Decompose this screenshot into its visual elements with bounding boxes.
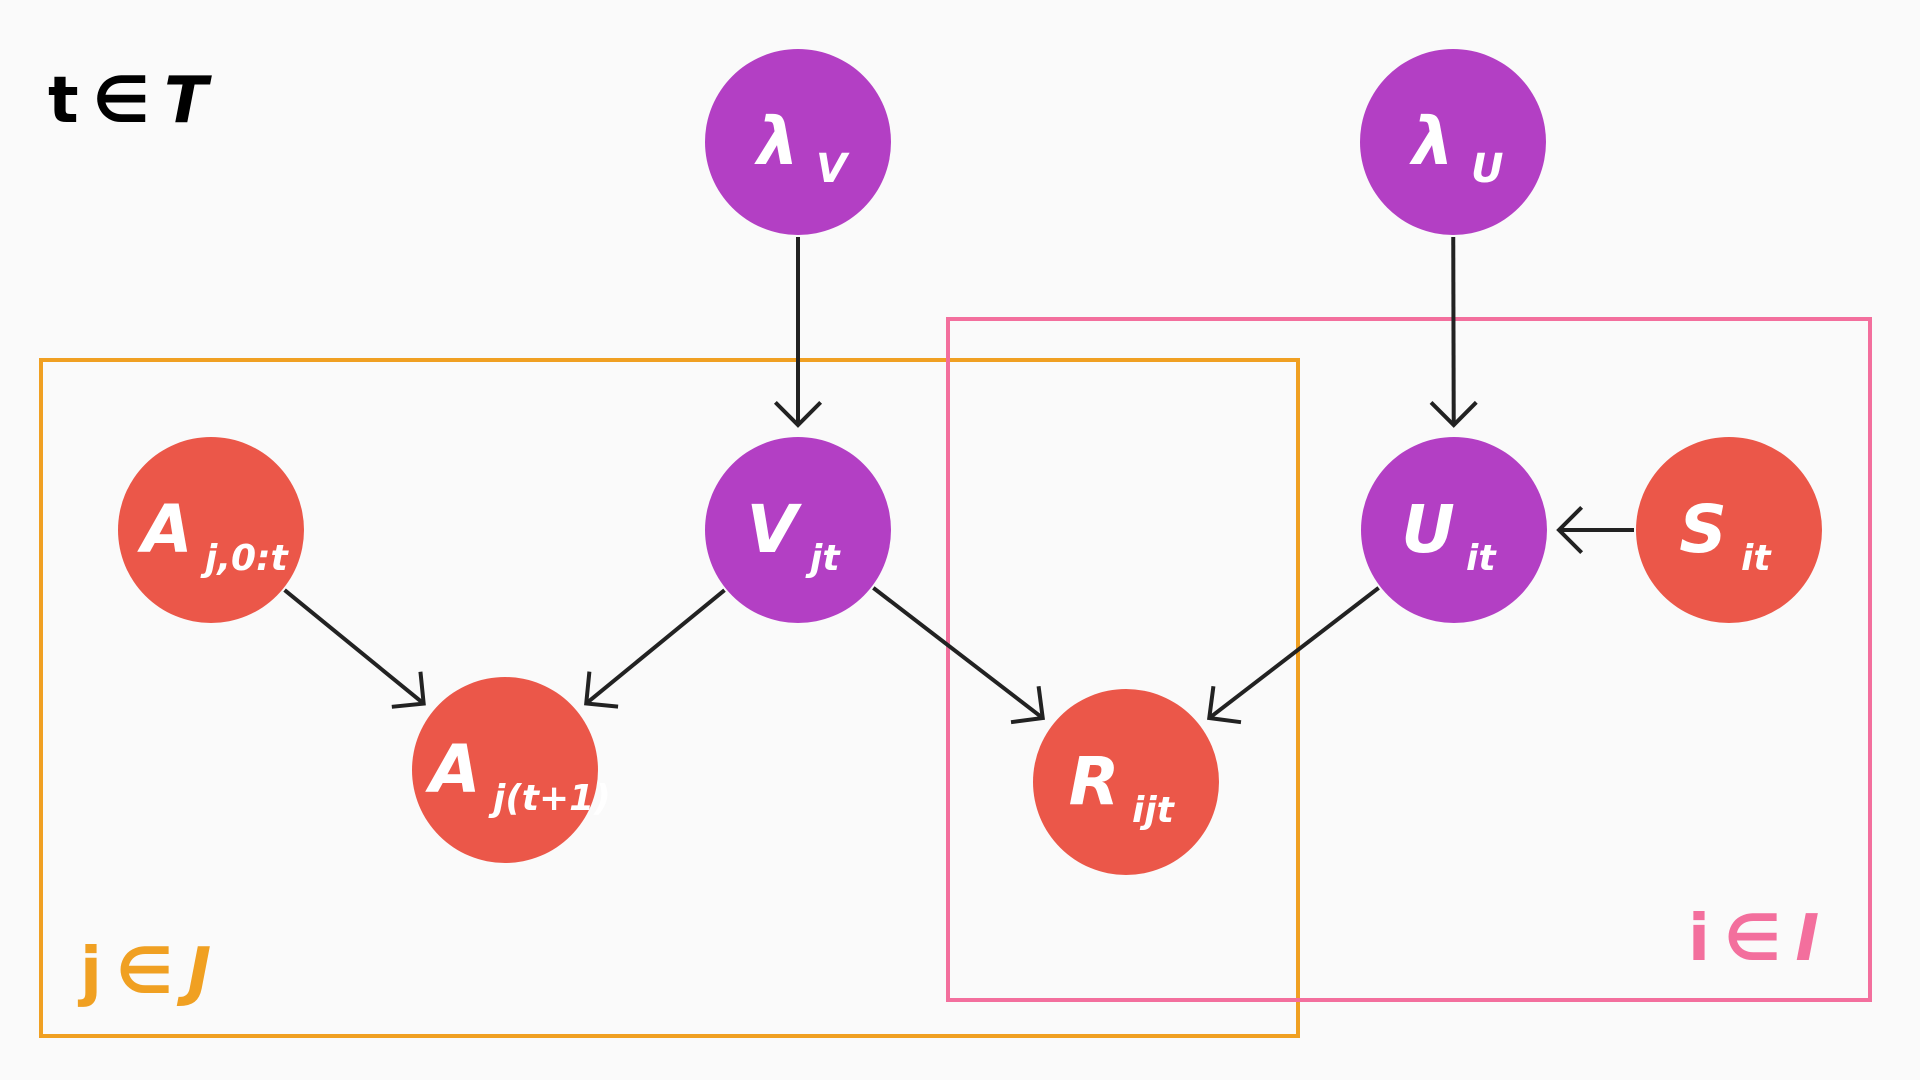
node-circle	[118, 437, 304, 623]
edge-a-hist-to-a-next	[283, 588, 426, 709]
edge-s-to-u	[1556, 505, 1634, 555]
plate-time-label: t∈T	[48, 64, 212, 138]
arrowhead-icon	[1207, 686, 1242, 725]
plate-j-label: j∈J	[77, 935, 211, 1009]
plate-j-box	[39, 358, 1300, 1038]
arrowhead-icon	[391, 671, 426, 709]
node-circle	[412, 677, 598, 863]
arrowhead-icon	[773, 400, 823, 428]
plate-j-index: j	[77, 935, 102, 1009]
edges-layer	[283, 236, 1634, 725]
node-main-label: λ	[754, 103, 799, 180]
node-circle	[705, 49, 891, 235]
plate-i-label: i∈I	[1688, 902, 1819, 976]
node-subscript: U	[1471, 146, 1503, 192]
plate-i-box	[946, 317, 1872, 1002]
edge-v-to-r	[872, 586, 1045, 725]
edge-v-to-a-next	[584, 588, 726, 709]
arrowhead-icon	[584, 671, 619, 709]
node-main-label: U	[1401, 491, 1455, 568]
node-main-label: S	[1679, 491, 1727, 568]
edge-line	[1208, 586, 1380, 720]
plate-j-symbol: ∈	[116, 935, 173, 1009]
node-subscript: it	[1466, 538, 1497, 579]
node-subscript: it	[1741, 538, 1772, 579]
node-circle	[1636, 437, 1822, 623]
plate-i-index: i	[1688, 902, 1710, 976]
node-subscript: j(t+1)	[488, 778, 611, 819]
arrowhead-icon	[1429, 400, 1478, 428]
plate-time-set: T	[164, 64, 212, 138]
node-subscript: jt	[805, 538, 841, 579]
edge-u-to-r	[1207, 586, 1380, 725]
plate-j-set: J	[176, 935, 211, 1009]
node-main-label: λ	[1409, 103, 1454, 180]
node-circle	[1033, 689, 1219, 875]
node-circle	[705, 437, 891, 623]
plate-time-symbol: ∈	[93, 64, 150, 138]
node-subscript: V	[816, 146, 850, 192]
plate-time-index: t	[48, 64, 79, 138]
edge-lambda-u-to-u	[1429, 236, 1478, 428]
edge-lambda-v-to-v	[773, 237, 823, 428]
node-main-label: A	[424, 731, 480, 808]
arrowhead-icon	[1010, 686, 1045, 725]
node-circle	[1360, 49, 1546, 235]
node-main-label: R	[1069, 743, 1120, 820]
node-main-label: A	[136, 491, 192, 568]
node-subscript: ijt	[1132, 790, 1176, 831]
node-circle	[1361, 437, 1547, 623]
edge-line	[872, 586, 1044, 720]
arrowhead-icon	[1556, 505, 1584, 555]
edge-line	[584, 588, 726, 706]
node-main-label: V	[746, 491, 802, 568]
node-subscript: j,0:t	[200, 538, 289, 579]
plate-i-set: I	[1795, 902, 1819, 976]
edge-line	[283, 588, 425, 706]
plate-i-symbol: ∈	[1724, 902, 1781, 976]
